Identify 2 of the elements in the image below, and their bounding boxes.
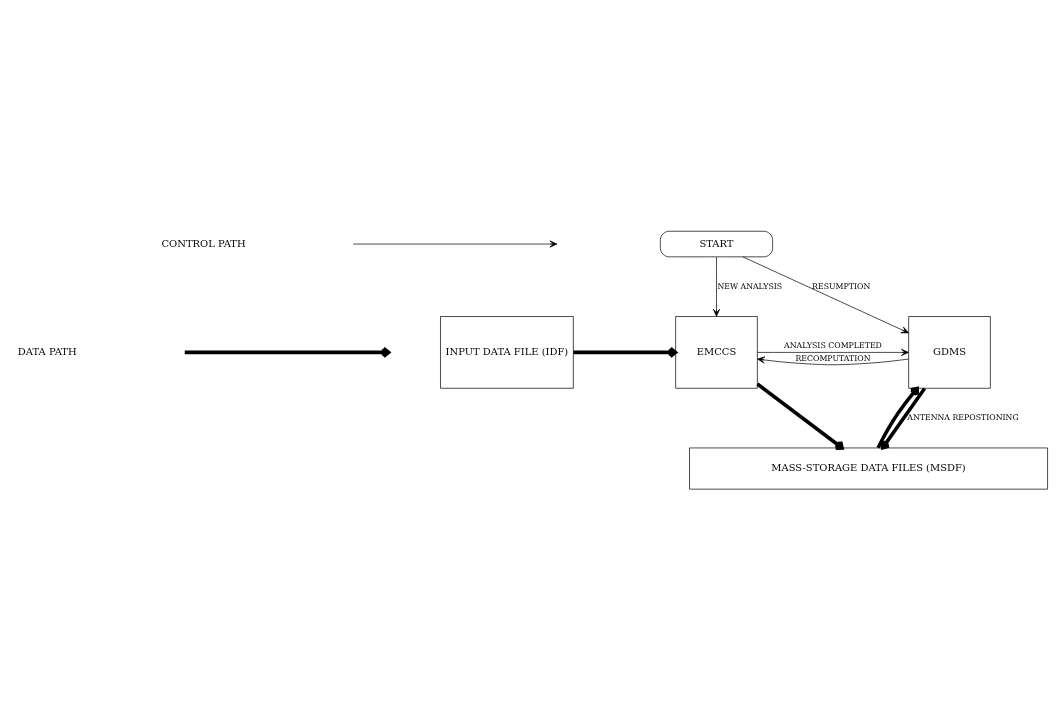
legend-label: CONTROL PATH bbox=[161, 237, 246, 249]
legend-label: DATA PATH bbox=[17, 346, 77, 358]
